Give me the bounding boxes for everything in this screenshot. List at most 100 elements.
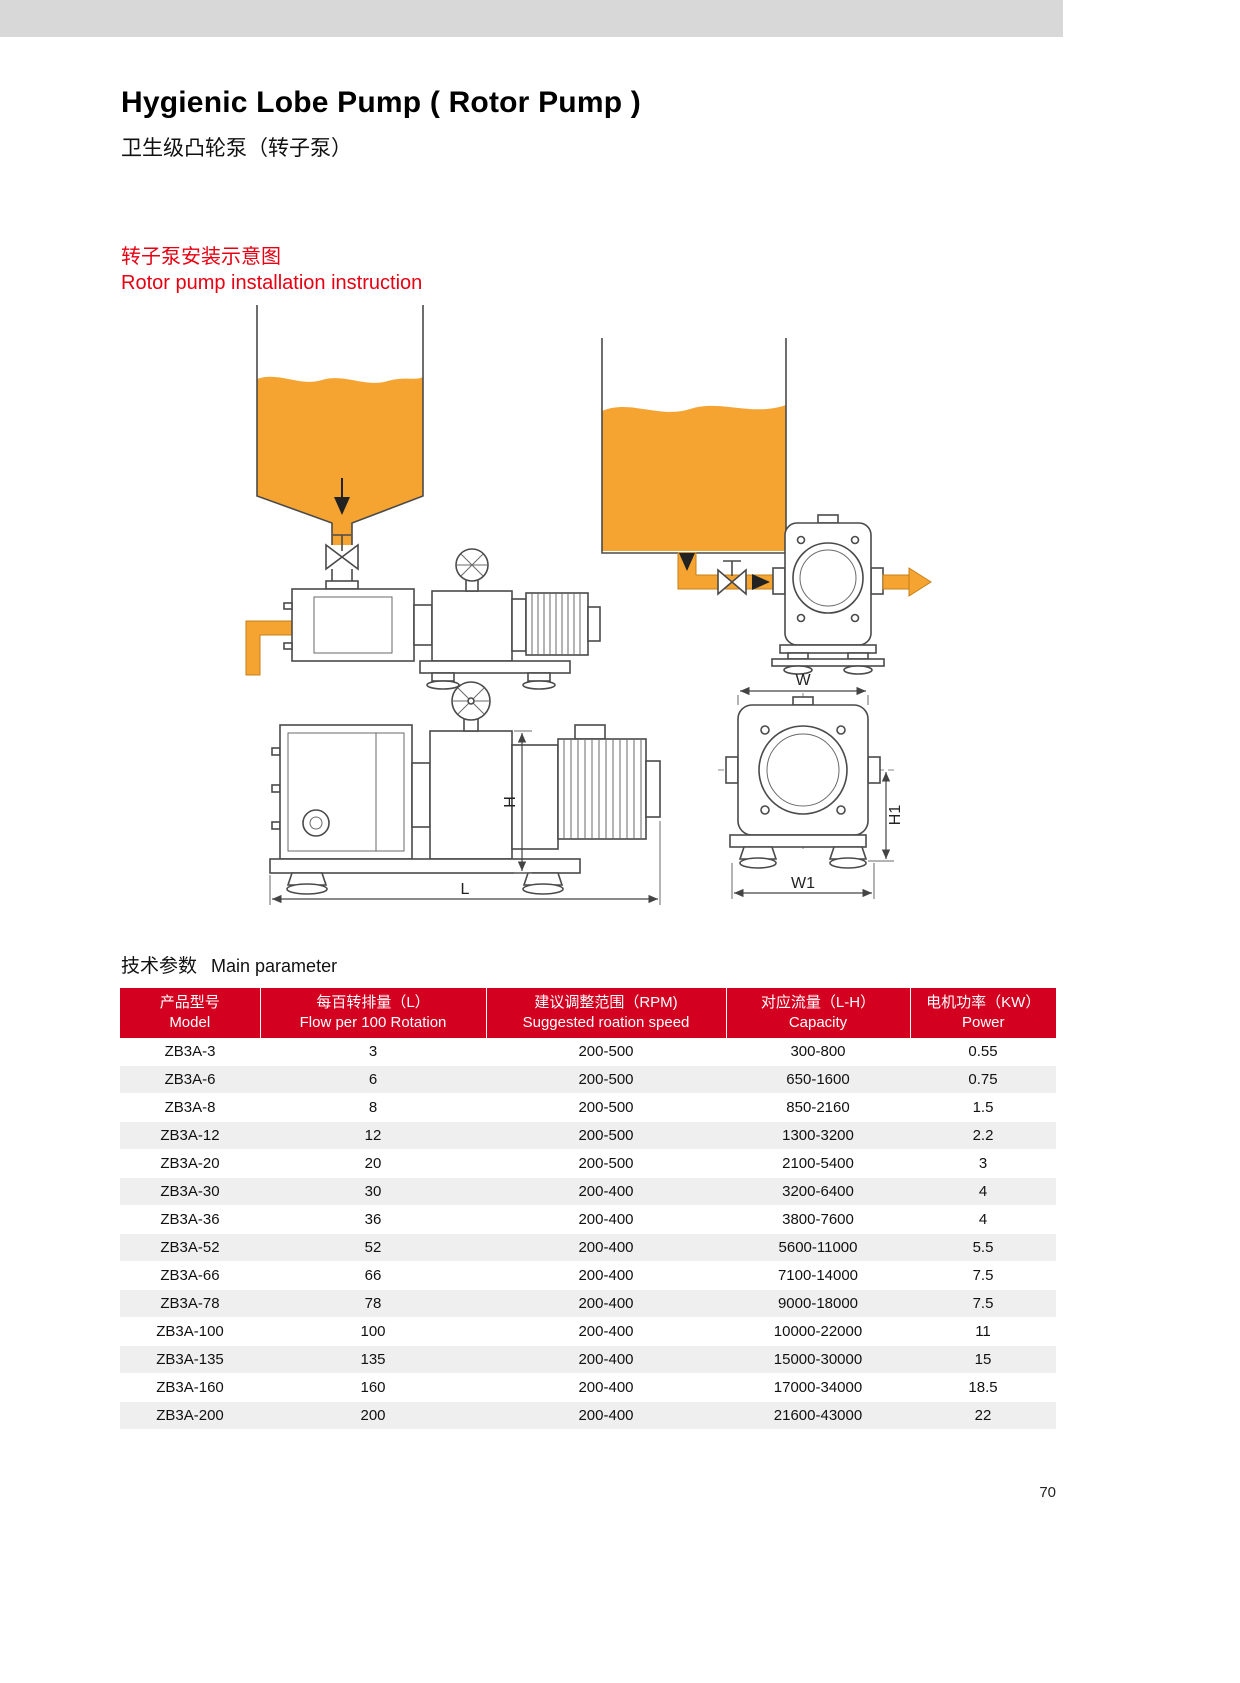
table-cell: ZB3A-52 <box>120 1233 260 1262</box>
table-cell: 5600-11000 <box>726 1233 910 1262</box>
table-cell: 1300-3200 <box>726 1121 910 1150</box>
column-header-en: Flow per 100 Rotation <box>299 1014 447 1031</box>
table-cell: ZB3A-78 <box>120 1289 260 1318</box>
table-cell: 66 <box>260 1261 486 1290</box>
table-cell: 200-500 <box>486 1121 726 1150</box>
dimension-label-w1: W1 <box>791 875 815 892</box>
column-header-en: Model <box>169 1014 211 1031</box>
table-cell: 12 <box>260 1121 486 1150</box>
column-header-zh: 建议调整范围（RPM) <box>534 994 678 1011</box>
table-cell: ZB3A-12 <box>120 1121 260 1150</box>
table-cell: ZB3A-100 <box>120 1317 260 1346</box>
params-heading-zh: 技术参数 <box>121 956 198 977</box>
table-cell: 200-400 <box>486 1345 726 1374</box>
table-cell: ZB3A-6 <box>120 1065 260 1094</box>
installation-diagram: H L W <box>120 293 1060 913</box>
table-cell: ZB3A-8 <box>120 1093 260 1122</box>
table-cell: 200-400 <box>486 1233 726 1262</box>
top-decor-bar <box>0 0 1063 37</box>
table-cell: 5.5 <box>910 1233 1056 1262</box>
table-cell: 10000-22000 <box>726 1317 910 1346</box>
table-cell: 135 <box>260 1345 486 1374</box>
install-heading: 转子泵安装示意图 Rotor pump installation instruc… <box>121 244 422 296</box>
table-cell: 1.5 <box>910 1093 1056 1122</box>
table-cell: 21600-43000 <box>726 1401 910 1430</box>
table-cell: ZB3A-3 <box>120 1038 260 1066</box>
parameter-table: 产品型号 Model 每百转排量（L） Flow per 100 Rotatio… <box>120 988 1056 1430</box>
table-cell: 6 <box>260 1065 486 1094</box>
column-header-en: Capacity <box>788 1014 848 1031</box>
column-header-en: Suggested roation speed <box>522 1014 690 1031</box>
table-cell: 3 <box>260 1038 486 1066</box>
table-cell: 0.55 <box>910 1038 1056 1066</box>
table-cell: 650-1600 <box>726 1065 910 1094</box>
column-header-model: 产品型号 Model <box>120 988 260 1038</box>
suction-tank-right <box>601 338 787 554</box>
table-cell: 3800-7600 <box>726 1205 910 1234</box>
lobe-pump-side-left <box>245 548 601 690</box>
table-cell: 200-400 <box>486 1205 726 1234</box>
suction-tank-left <box>256 305 424 545</box>
dimension-label-h1: H1 <box>887 805 904 826</box>
column-header-zh: 每百转排量（L） <box>316 994 430 1011</box>
table-cell: 36 <box>260 1205 486 1234</box>
table-cell: ZB3A-160 <box>120 1373 260 1402</box>
table-cell: 0.75 <box>910 1065 1056 1094</box>
table-cell: 160 <box>260 1373 486 1402</box>
table-cell: ZB3A-66 <box>120 1261 260 1290</box>
table-cell: 200-400 <box>486 1373 726 1402</box>
column-header-capacity: 对应流量（L-H） Capacity <box>725 988 910 1038</box>
column-header-zh: 电机功率（KW） <box>926 994 1041 1011</box>
table-cell: 4 <box>910 1177 1056 1206</box>
table-cell: 52 <box>260 1233 486 1262</box>
column-header-zh: 对应流量（L-H） <box>760 994 876 1011</box>
table-cell: 7100-14000 <box>726 1261 910 1290</box>
column-header-flow: 每百转排量（L） Flow per 100 Rotation <box>259 988 486 1038</box>
table-cell: 11 <box>910 1317 1056 1346</box>
column-header-power: 电机功率（KW） Power <box>909 988 1056 1038</box>
table-cell: 3200-6400 <box>726 1177 910 1206</box>
table-cell: 200-400 <box>486 1177 726 1206</box>
table-cell: 30 <box>260 1177 486 1206</box>
table-cell: 78 <box>260 1289 486 1318</box>
table-cell: 200-400 <box>486 1261 726 1290</box>
table-cell: ZB3A-30 <box>120 1177 260 1206</box>
column-header-zh: 产品型号 <box>159 994 220 1011</box>
table-cell: 200 <box>260 1401 486 1430</box>
table-cell: 8 <box>260 1093 486 1122</box>
params-heading-en: Main parameter <box>211 956 338 976</box>
table-cell: ZB3A-20 <box>120 1149 260 1178</box>
pipe-and-valve-right <box>677 552 777 596</box>
table-cell: 200-400 <box>486 1289 726 1318</box>
table-cell: ZB3A-135 <box>120 1345 260 1374</box>
table-cell: 200-500 <box>486 1093 726 1122</box>
valve-left <box>325 534 359 581</box>
lobe-pump-front-right <box>771 514 932 675</box>
table-cell: 200-500 <box>486 1038 726 1066</box>
table-cell: 100 <box>260 1317 486 1346</box>
page-number: 70 <box>1039 1484 1056 1501</box>
table-cell: 2100-5400 <box>726 1149 910 1178</box>
table-cell: 200-400 <box>486 1317 726 1346</box>
table-cell: 300-800 <box>726 1038 910 1066</box>
table-cell: 15000-30000 <box>726 1345 910 1374</box>
table-cell: 200-500 <box>486 1065 726 1094</box>
table-cell: 200-500 <box>486 1149 726 1178</box>
pump-side-dimension-view: H L <box>269 681 661 905</box>
table-cell: 3 <box>910 1149 1056 1178</box>
install-heading-en: Rotor pump installation instruction <box>121 272 423 294</box>
table-cell: 18.5 <box>910 1373 1056 1402</box>
table-cell: 15 <box>910 1345 1056 1374</box>
table-cell: ZB3A-200 <box>120 1401 260 1430</box>
title-block: Hygienic Lobe Pump ( Rotor Pump ) 卫生级凸轮泵… <box>121 86 641 162</box>
